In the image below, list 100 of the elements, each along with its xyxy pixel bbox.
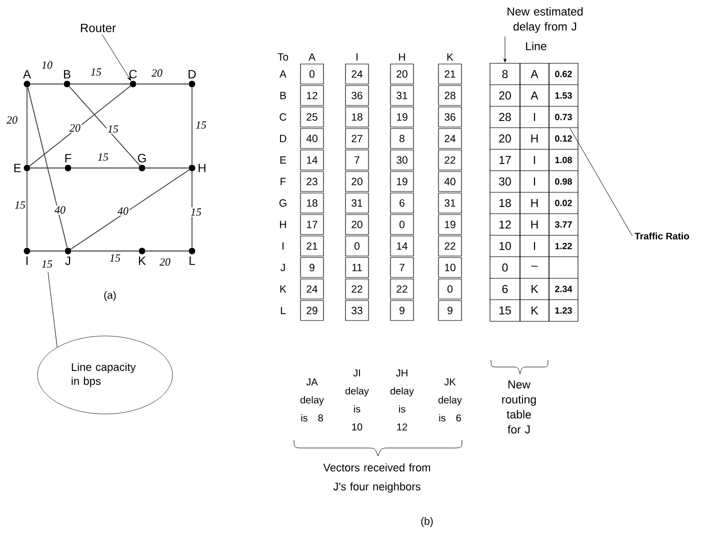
table-cell: 20: [345, 171, 369, 192]
node-label: H: [198, 164, 206, 172]
node-label: L: [190, 256, 195, 265]
arrow: [102, 34, 132, 81]
table-cell: 8: [390, 128, 414, 149]
table-cell: 23: [300, 171, 324, 192]
table-cell: 22: [345, 278, 369, 300]
column-caption: JK delay is 6: [438, 378, 462, 422]
table-cell: H: [520, 192, 550, 214]
table-cell: 30: [390, 150, 414, 170]
table-cell: 36: [438, 106, 462, 128]
brace-caption: New routing table for J: [502, 380, 536, 434]
edge-label: 15: [106, 124, 120, 134]
table-cell: 31: [438, 192, 462, 214]
table-cell: 1.53: [548, 84, 578, 107]
router-node: C: [129, 70, 137, 88]
table-cell: 10: [438, 257, 462, 278]
table-cell: 17: [300, 214, 324, 235]
table-cell: 24: [300, 278, 324, 300]
table-cell: 3.77: [548, 213, 578, 236]
table-cell: K: [520, 299, 550, 322]
table-cell: 22: [390, 278, 414, 300]
table-cell: 0: [438, 278, 462, 300]
leader-line: [48, 272, 58, 348]
row-label: L: [280, 306, 286, 314]
table-cell: 24: [345, 64, 369, 84]
edge-label: 15: [90, 67, 102, 77]
table-cell: 10: [490, 234, 520, 258]
row-label: I: [282, 242, 284, 250]
row-label: G: [279, 199, 286, 207]
node-label: E: [14, 164, 21, 172]
table-cell: 0.62: [548, 62, 578, 86]
edge-label: 15: [190, 207, 202, 217]
edge-line: [71, 250, 139, 252]
table-cell: 17: [490, 148, 520, 172]
router-node: K: [138, 248, 146, 265]
table-cell: 29: [300, 300, 324, 321]
table-cell: 14: [300, 150, 324, 170]
table-cell: 27: [345, 128, 369, 149]
edge-label: 15: [40, 259, 54, 269]
table-cell: H: [520, 213, 550, 236]
table-cell: 7: [345, 150, 369, 170]
table-cell: 20: [390, 64, 414, 84]
arrow: [503, 36, 507, 62]
table-cell: I: [520, 148, 550, 172]
table-cell: 20: [490, 127, 520, 150]
router-node: B: [64, 70, 70, 88]
table-cell: A: [520, 84, 550, 107]
table-cell: 25: [300, 106, 324, 128]
table-cell: 28: [438, 85, 462, 106]
table-cell: 18: [490, 192, 520, 214]
table-cell: 21: [300, 236, 324, 256]
table-cell: 19: [390, 171, 414, 192]
column-caption: JI delay is 10: [345, 370, 369, 430]
row-label: E: [280, 156, 286, 164]
callout-label: Router: [80, 24, 116, 32]
table-cell: 7: [390, 257, 414, 278]
edge-line: [26, 171, 28, 248]
row-label: K: [280, 285, 286, 293]
edge-line: [27, 86, 68, 248]
edge-line: [30, 250, 65, 252]
table-cell: 2.34: [548, 278, 578, 300]
node-label: F: [65, 154, 72, 162]
router-node: G: [138, 154, 146, 172]
table-cell: 20: [490, 84, 520, 107]
brace-caption: Vectors received from J's four neighbors: [323, 463, 430, 493]
ellipse-note: Line capacity in bps: [37, 336, 173, 414]
table-cell: 15: [490, 299, 520, 322]
router-node: A: [23, 70, 31, 88]
column-caption: JH delay is 12: [390, 370, 414, 430]
column-header: To: [278, 53, 288, 61]
figure-label: (b): [421, 517, 433, 527]
table-cell: 0.73: [548, 106, 578, 128]
row-label: F: [280, 178, 286, 186]
row-label: C: [280, 113, 286, 121]
column-header: K: [447, 53, 454, 61]
table-cell: 40: [300, 128, 324, 149]
edge-line: [26, 87, 28, 165]
row-label: J: [280, 264, 285, 272]
table-cell: A: [520, 62, 550, 86]
table-cell: 0.12: [548, 127, 578, 150]
table-cell: 19: [438, 214, 462, 235]
table-cell: 1.08: [548, 148, 578, 172]
edge-label: 15: [194, 120, 208, 130]
router-node: I: [24, 248, 30, 265]
router-node: E: [14, 164, 30, 172]
table-cell: 9: [390, 300, 414, 321]
leader-line: [570, 128, 633, 236]
table-cell: 22: [438, 150, 462, 170]
node-label: B: [64, 70, 70, 78]
edge-line: [68, 86, 140, 166]
node-label: D: [188, 70, 196, 78]
table-cell: 22: [438, 236, 462, 256]
node-label: C: [129, 70, 137, 78]
table-cell: 0: [300, 64, 324, 84]
table-cell: 0: [490, 256, 520, 279]
edge-line: [145, 250, 189, 252]
table-cell: 9: [438, 300, 462, 321]
node-label: A: [23, 70, 31, 78]
edge-label: 15: [96, 152, 110, 162]
